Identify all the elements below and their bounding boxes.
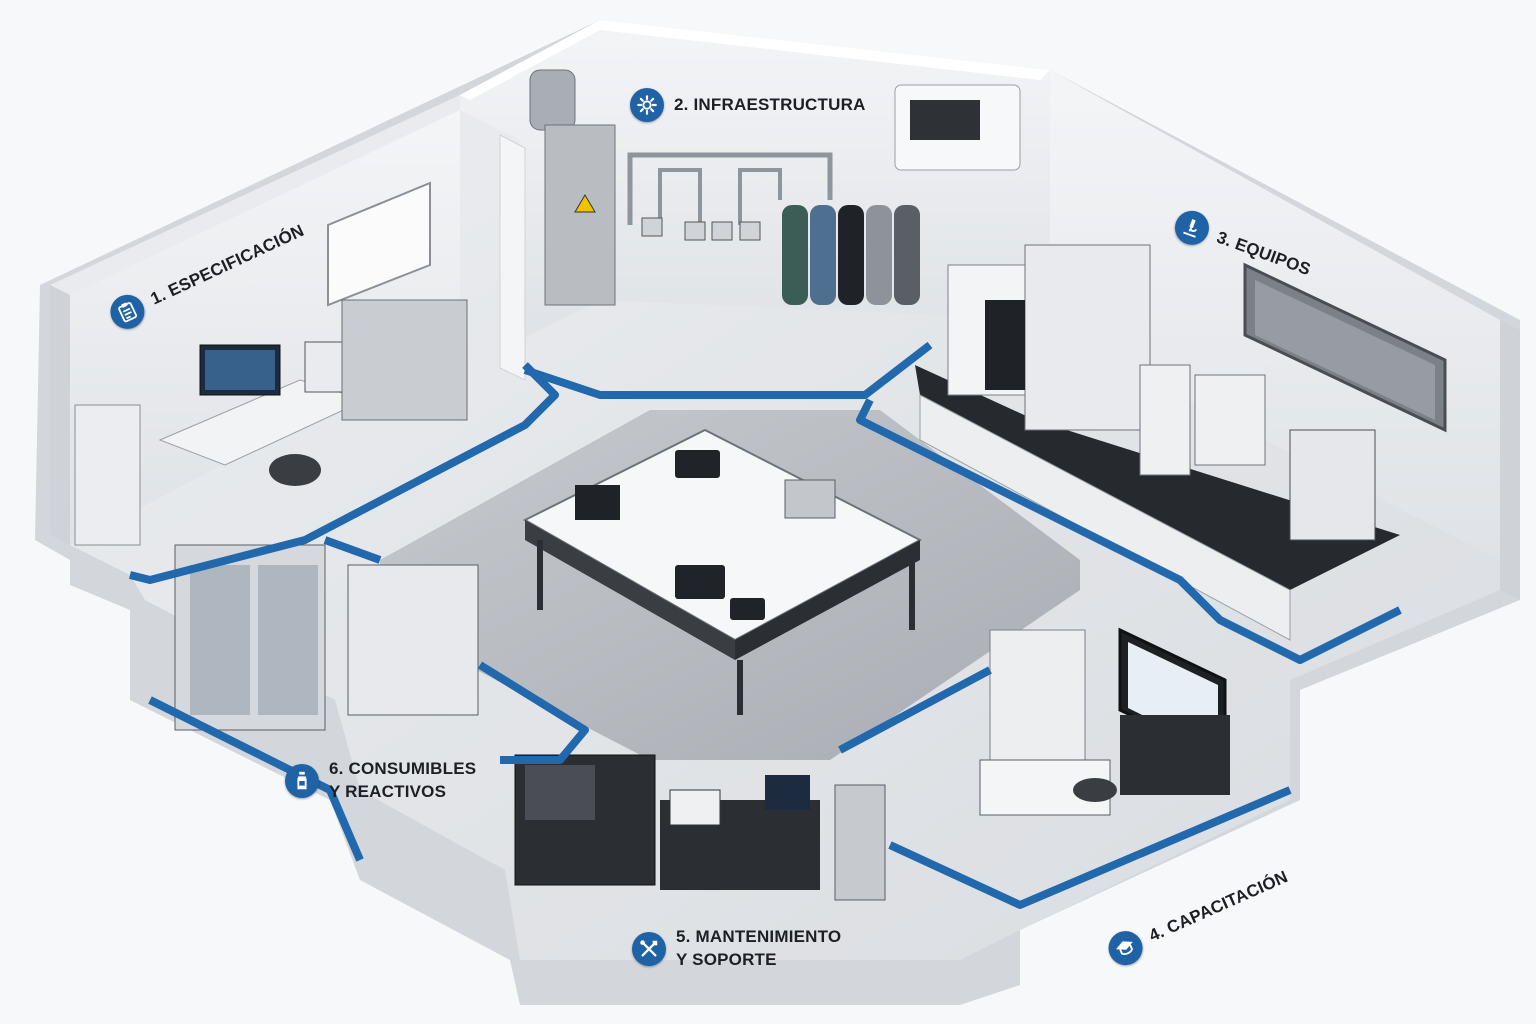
mass-spectrometer [1025,245,1150,430]
zone-label-line1: 6. CONSUMIBLES [329,758,476,781]
tool-pegboard [525,765,595,820]
outlet-4 [740,222,760,240]
zone-label-line2: Y REACTIVOS [329,781,476,804]
zone-label-infraestructura: 2. INFRAESTRUCTURA [630,88,866,122]
bottle-icon [285,764,319,798]
laptop [785,480,835,518]
monitor-screen [205,350,275,390]
gear-icon [630,88,664,122]
test-instrument [670,790,720,825]
zone-label-text-block: 6. CONSUMIBLES Y REACTIVOS [329,758,476,804]
outlet-1 [642,218,662,236]
hplc-module-2 [1195,375,1265,465]
outlet-2 [685,222,705,240]
spec-cabinet [75,405,140,545]
hplc-module [1140,365,1190,475]
reagent-cabinet-glass [190,565,250,715]
instrument-dark-panel [985,300,1025,390]
spec-storage-shelf [342,300,467,420]
zone-label-line1: 5. MANTENIMIENTO [676,926,841,949]
wrench-screwdriver-icon [632,932,666,966]
wall-left [50,285,70,545]
training-cabinet [1120,715,1230,795]
tablet-2 [675,565,725,599]
duct [530,70,575,130]
spec-printer [305,342,343,392]
zone-label-mantenimiento: 5. MANTENIMIENTO Y SOPORTE [632,926,841,972]
reagent-cabinet-glass-2 [258,565,318,715]
zone-label-text-block: 5. MANTENIMIENTO Y SOPORTE [676,926,841,972]
reagent-shelf [348,565,478,715]
tablet-3 [730,598,765,620]
tablet [675,450,720,478]
hvac-vent [910,100,980,140]
outlet-3 [712,222,732,240]
dark-box [575,485,620,520]
zone-label-consumibles: 6. CONSUMIBLES Y REACTIVOS [285,758,476,804]
maintenance-monitor [765,775,810,810]
wall-equipos-right [1500,320,1520,600]
partition-pillar [500,135,525,380]
zone-label-text: 2. INFRAESTRUCTURA [674,94,866,117]
office-chair [269,454,321,486]
zone-label-line2: Y SOPORTE [676,949,841,972]
electrical-cabinet [545,125,615,305]
maintenance-locker [835,785,885,900]
gas-cylinders [782,205,920,305]
training-chair [1073,778,1117,802]
microscope [1290,430,1375,540]
